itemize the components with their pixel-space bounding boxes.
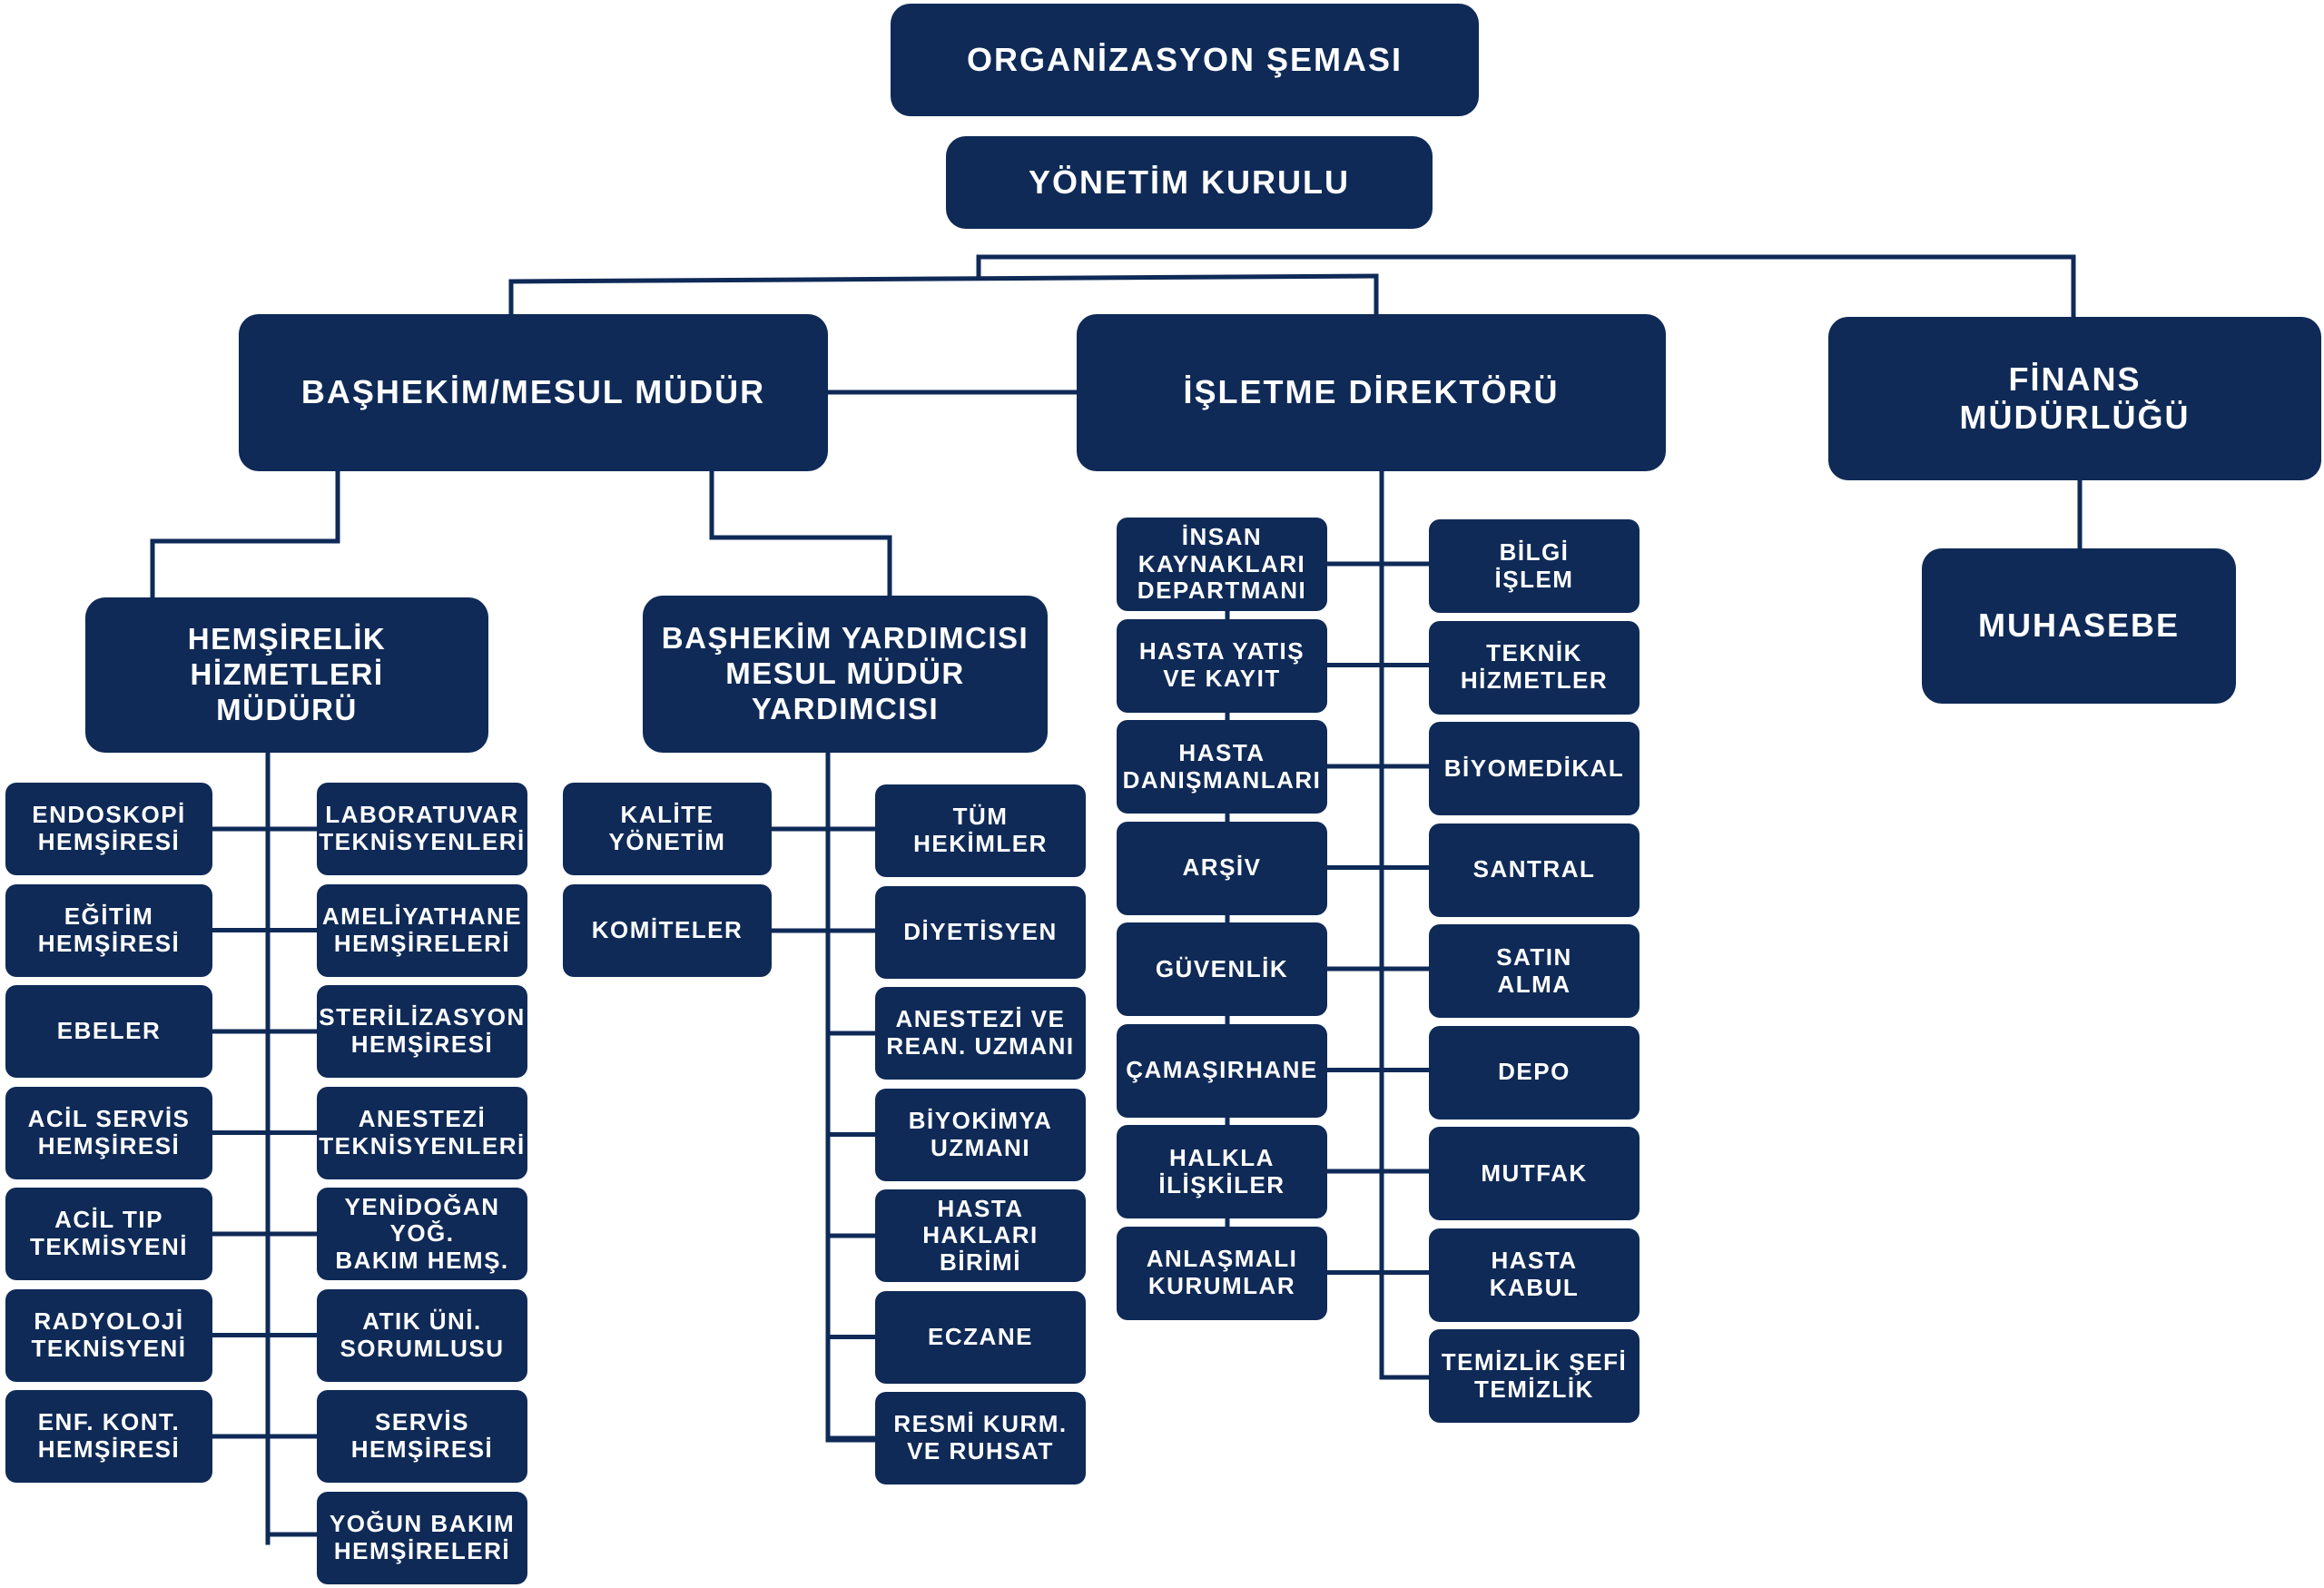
ops-left-box: ANLAŞMALI KURUMLAR: [1117, 1226, 1327, 1320]
ops-left-box: HASTA YATIŞ VE KAYIT: [1117, 618, 1327, 713]
deputy-right-box: HASTA HAKLARI BİRİMİ: [875, 1189, 1086, 1282]
deputy-right-box: ANESTEZİ VE REAN. UZMANI: [875, 987, 1086, 1080]
nursing-director-box: HEMŞİRELİK HİZMETLERİ MÜDÜRÜ: [85, 597, 488, 753]
ops-left-box: HASTA DANIŞMANLARI: [1117, 720, 1327, 814]
nursing-left-box: EĞİTİM HEMŞİRESİ: [5, 883, 212, 977]
deputy-right-box: DİYETİSYEN: [875, 885, 1086, 979]
ops-right-box: DEPO: [1429, 1025, 1640, 1119]
ops-left-box: HALKLA İLİŞKİLER: [1117, 1125, 1327, 1218]
nursing-left-box: RADYOLOJİ TEKNİSYENİ: [5, 1288, 212, 1382]
nursing-right-box: YOĞUN BAKIM HEMŞİRELERİ: [317, 1491, 527, 1584]
nursing-left-box: ACİL SERVİS HEMŞİRESİ: [5, 1086, 212, 1179]
deputy-left-box: KOMİTELER: [563, 883, 772, 977]
nursing-left-box: ENF. KONT. HEMŞİRESİ: [5, 1390, 212, 1483]
chart-title-box: ORGANİZASYON ŞEMASI: [891, 4, 1479, 116]
operations-director-box: İŞLETME DİREKTÖRÜ: [1077, 314, 1666, 471]
ops-right-box: SATIN ALMA: [1429, 924, 1640, 1018]
deputy-right-box: RESMİ KURM. VE RUHSAT: [875, 1392, 1086, 1484]
deputy-right-box: TÜM HEKİMLER: [875, 784, 1086, 877]
nursing-right-box: AMELİYATHANE HEMŞİRELERİ: [317, 883, 527, 977]
nursing-right-box: YENİDOĞAN YOĞ. BAKIM HEMŞ.: [317, 1188, 527, 1280]
ops-right-box: HASTA KABUL: [1429, 1228, 1640, 1322]
ops-right-box: SANTRAL: [1429, 823, 1640, 917]
board-box: YÖNETİM KURULU: [946, 136, 1433, 229]
ops-left-box: İNSAN KAYNAKLARI DEPARTMANI: [1117, 518, 1327, 611]
deputy-chief-box: BAŞHEKİM YARDIMCISI MESUL MÜDÜR YARDIMCI…: [643, 596, 1048, 753]
deputy-right-box: ECZANE: [875, 1290, 1086, 1384]
ops-left-box: ARŞİV: [1117, 821, 1327, 915]
accounting-box: MUHASEBE: [1922, 548, 2236, 704]
ops-right-box: BİYOMEDİKAL: [1429, 722, 1640, 815]
deputy-right-box: BİYOKİMYA UZMANI: [875, 1088, 1086, 1181]
nursing-right-box: ANESTEZİ TEKNİSYENLERİ: [317, 1086, 527, 1179]
ops-right-box: TEMİZLİK ŞEFİ TEMİZLİK: [1429, 1329, 1640, 1423]
ops-right-box: MUTFAK: [1429, 1127, 1640, 1220]
chief-physician-box: BAŞHEKİM/MESUL MÜDÜR: [239, 314, 828, 471]
nursing-right-box: LABORATUVAR TEKNİSYENLERİ: [317, 783, 527, 875]
ops-right-box: BİLGİ İŞLEM: [1429, 519, 1640, 613]
nursing-left-box: EBELER: [5, 985, 212, 1078]
nursing-left-box: ENDOSKOPİ HEMŞİRESİ: [5, 783, 212, 875]
nursing-right-box: ATIK ÜNİ. SORUMLUSU: [317, 1288, 527, 1382]
ops-left-box: GÜVENLİK: [1117, 922, 1327, 1016]
deputy-left-box: KALİTE YÖNETİM: [563, 783, 772, 875]
nursing-left-box: ACİL TIP TEKMİSYENİ: [5, 1188, 212, 1280]
ops-left-box: ÇAMAŞIRHANE: [1117, 1023, 1327, 1118]
finance-box: FİNANS MÜDÜRLÜĞÜ: [1828, 317, 2321, 480]
nursing-right-box: SERVİS HEMŞİRESİ: [317, 1390, 527, 1483]
connector-line: [508, 273, 1379, 284]
ops-right-box: TEKNİK HİZMETLER: [1429, 620, 1640, 715]
nursing-right-box: STERİLİZASYON HEMŞİRESİ: [317, 985, 527, 1078]
